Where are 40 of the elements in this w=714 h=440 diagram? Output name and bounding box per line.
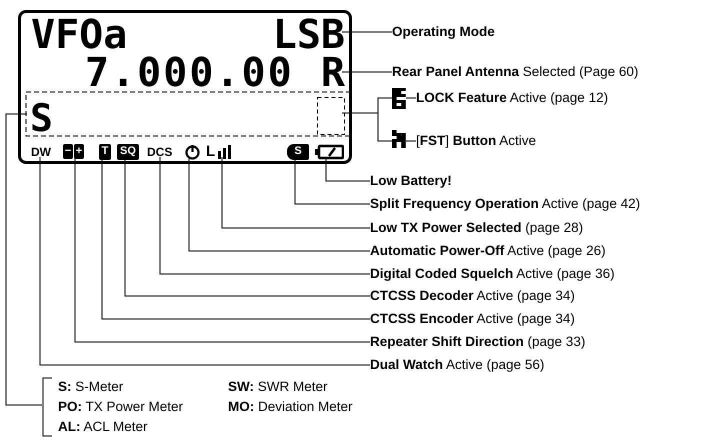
frequency-readout: 7.000.00: [85, 53, 295, 95]
antenna-indicator: R: [303, 53, 345, 95]
callout-text: Repeater Shift Direction (page 33): [370, 333, 670, 351]
leader-line: [40, 156, 370, 366]
leader-line: [406, 140, 416, 142]
leader-line: [326, 156, 370, 182]
dcs-indicator: DCS: [147, 144, 179, 160]
vfo-indicator: VFOa: [31, 15, 131, 55]
decoder-indicator: SQ: [117, 144, 139, 160]
encoder-indicator: T: [99, 144, 111, 160]
split-indicator: S: [287, 144, 309, 160]
callout-text: Automatic Power-Off Active (page 26): [370, 242, 670, 260]
callout-text: Digital Coded Squelch Active (page 36): [370, 265, 670, 283]
callout-text: Rear Panel Antenna Selected (Page 60): [392, 63, 672, 81]
mode-indicator: LSB: [265, 15, 345, 55]
callout-text: Low TX Power Selected (page 28): [370, 219, 670, 237]
shift-indicator: −: [63, 144, 73, 159]
callout-text: Operating Mode: [392, 23, 552, 41]
callout-text: Dual Watch Active (page 56): [370, 356, 670, 374]
dual-watch-indicator: DW: [31, 144, 55, 160]
callout-text: CTCSS Encoder Active (page 34): [370, 310, 670, 328]
meter-legend-text: AL: ACL Meter: [58, 418, 148, 436]
callout-text: LOCK Feature Active (page 12): [416, 89, 676, 107]
leader-line: [6, 114, 42, 406]
shift-indicator: +: [74, 144, 84, 159]
low-power-indicator: L: [206, 144, 216, 160]
callout-text: Low Battery!: [370, 172, 570, 190]
meter-indicator: S: [30, 99, 50, 135]
leader-line: [222, 156, 370, 228]
callout-text: Split Frequency Operation Active (page 42): [370, 195, 670, 213]
leader-line: [160, 156, 370, 274]
leader-line: [188, 156, 370, 252]
callout-text: CTCSS Decoder Active (page 34): [370, 287, 670, 305]
lcd-display: [18, 10, 352, 164]
meter-legend-text: PO: TX Power Meter: [58, 398, 184, 416]
meter-legend-text: SW: SWR Meter: [228, 378, 328, 396]
leader-line: [74, 156, 370, 342]
meter-legend-text: S: S-Meter: [58, 378, 124, 396]
callout-text: [FST] Button Active: [416, 132, 676, 150]
meter-legend-text: MO: Deviation Meter: [228, 398, 353, 416]
